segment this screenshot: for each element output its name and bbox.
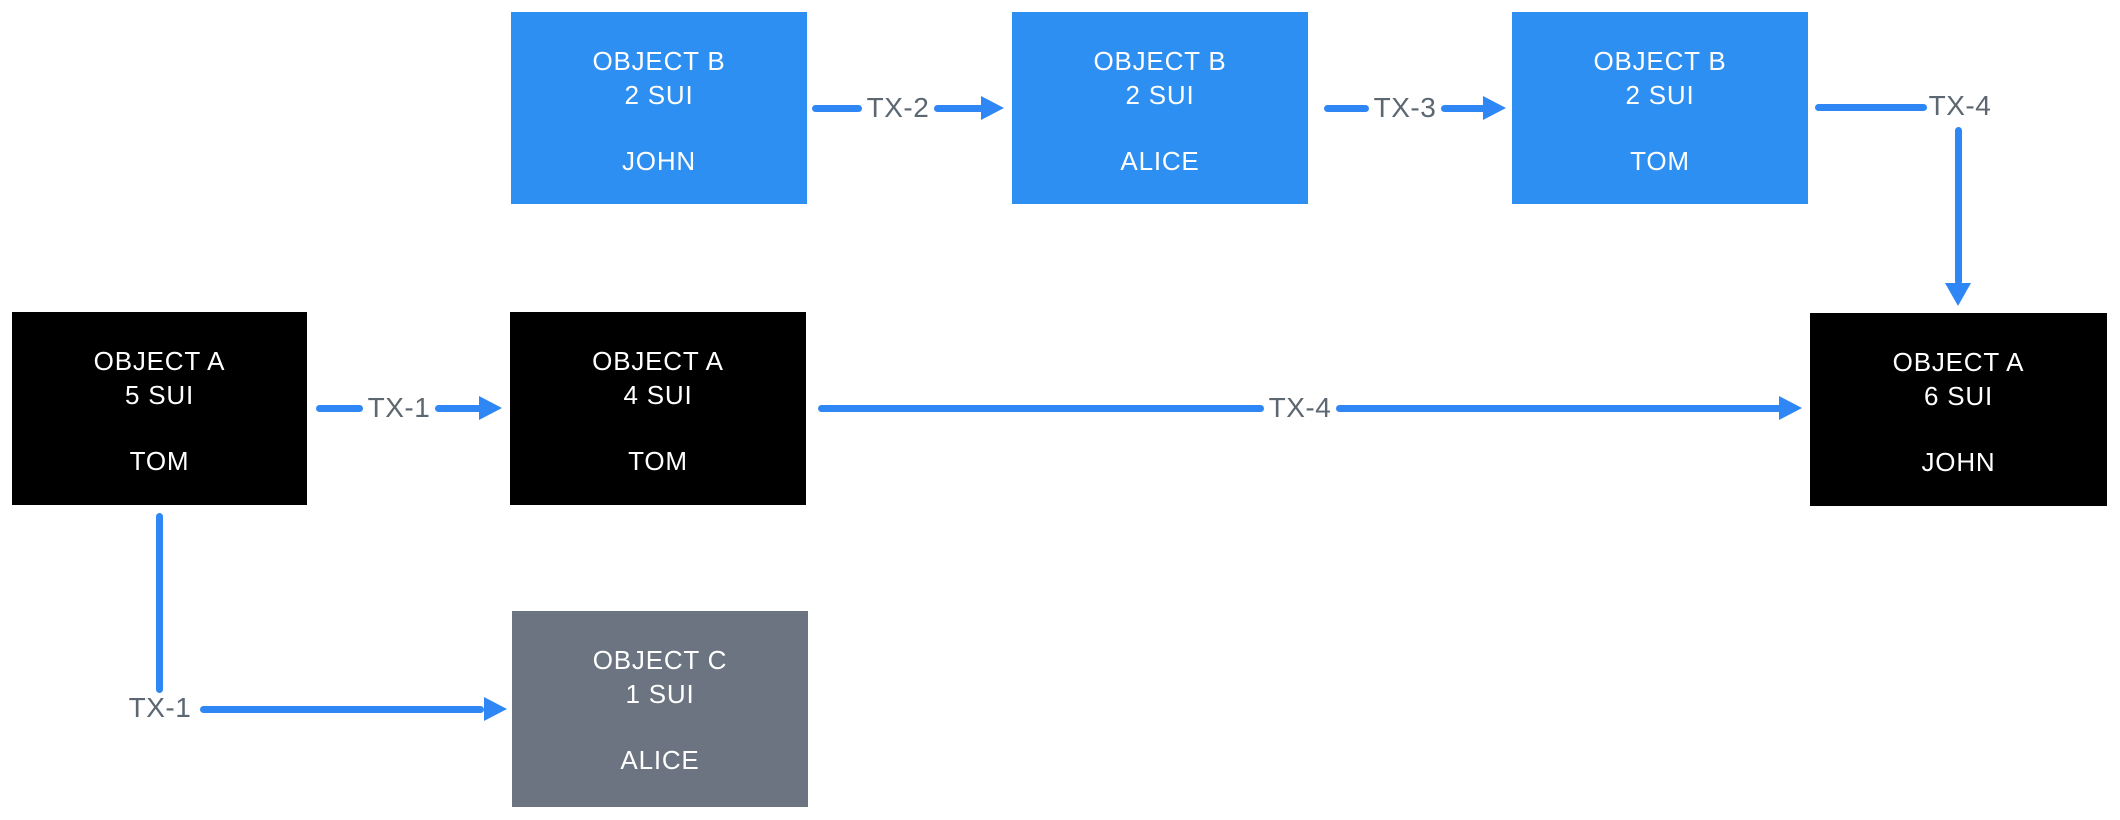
edge-label-tx-1: TX-1 (367, 392, 431, 423)
edge-line (156, 513, 163, 693)
node-object-a-4-tom: OBJECT A 4 SUI TOM (510, 312, 806, 505)
node-object-b-alice: OBJECT B 2 SUI ALICE (1012, 12, 1308, 204)
node-amount: 4 SUI (623, 380, 693, 410)
edge-line (1324, 104, 1369, 112)
node-title: OBJECT B (1593, 46, 1727, 76)
node-owner: ALICE (620, 745, 700, 775)
arrow-right-icon (1779, 396, 1802, 420)
edge-line (1955, 127, 1962, 285)
arrow-right-icon (1483, 96, 1506, 120)
edge-tx-1: TX-1 (316, 388, 502, 428)
edge-line (812, 104, 862, 112)
node-amount: 2 SUI (624, 80, 694, 110)
node-title: OBJECT A (592, 346, 724, 376)
node-owner: ALICE (1120, 146, 1200, 176)
node-object-a-6-john: OBJECT A 6 SUI JOHN (1810, 313, 2107, 506)
arrow-right-icon (484, 697, 507, 721)
node-title: OBJECT B (592, 46, 726, 76)
node-owner: TOM (1630, 146, 1690, 176)
edge-label-tx-4: TX-4 (1268, 392, 1332, 423)
node-amount: 2 SUI (1625, 80, 1695, 110)
node-object-c-alice: OBJECT C 1 SUI ALICE (512, 611, 808, 807)
edge-line (200, 706, 484, 713)
edge-line (435, 404, 482, 412)
edge-line (1336, 404, 1782, 412)
edge-label-tx-3: TX-3 (1373, 92, 1437, 123)
node-owner: TOM (129, 446, 190, 476)
node-object-b-tom: OBJECT B 2 SUI TOM (1512, 12, 1808, 204)
edge-label-tx-2: TX-2 (866, 92, 930, 123)
edge-label-tx-1: TX-1 (128, 692, 192, 723)
edge-tx-2: TX-2 (812, 88, 1004, 128)
edge-tx-3: TX-3 (1324, 88, 1506, 128)
node-object-a-5-tom: OBJECT A 5 SUI TOM (12, 312, 307, 505)
edge-line (1815, 104, 1927, 111)
node-amount: 5 SUI (124, 380, 195, 410)
edge-line (1441, 104, 1486, 112)
node-object-b-john: OBJECT B 2 SUI JOHN (511, 12, 807, 204)
node-title: OBJECT A (1892, 347, 2025, 377)
arrow-down-icon (1945, 283, 1971, 306)
node-title: OBJECT B (1093, 46, 1227, 76)
node-title: OBJECT A (93, 346, 226, 376)
node-title: OBJECT C (592, 645, 728, 675)
edge-line (934, 104, 984, 112)
node-amount: 1 SUI (625, 679, 695, 709)
node-amount: 6 SUI (1923, 381, 1994, 411)
arrow-right-icon (981, 96, 1004, 120)
edge-label-tx-4: TX-4 (1928, 90, 1992, 121)
node-owner: JOHN (622, 146, 696, 176)
arrow-right-icon (479, 396, 502, 420)
node-amount: 2 SUI (1125, 80, 1195, 110)
node-owner: TOM (628, 446, 688, 476)
node-owner: JOHN (1921, 447, 1996, 477)
edge-tx-4-merge: TX-4 (818, 388, 1802, 428)
edge-line (818, 404, 1264, 412)
edge-line (316, 404, 363, 412)
